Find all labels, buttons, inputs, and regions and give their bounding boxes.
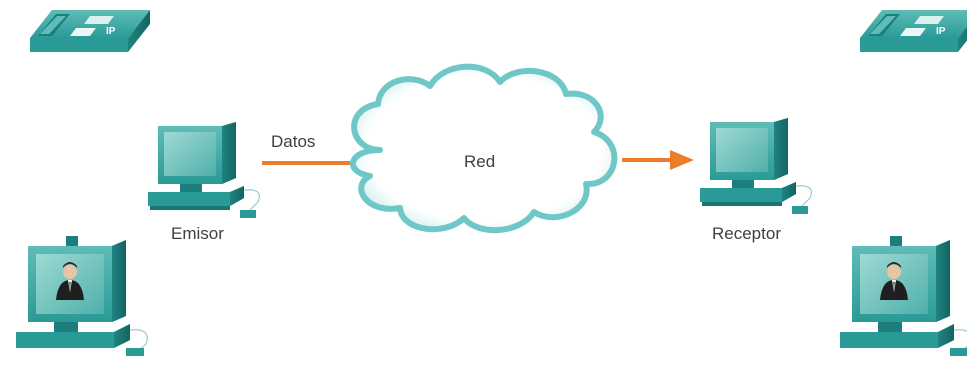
receiver-computer-icon <box>699 117 812 215</box>
ip-phone-icon-left <box>30 10 150 52</box>
arrow-icon <box>622 150 694 170</box>
video-terminal-icon-left <box>15 235 148 357</box>
sender-computer-icon <box>147 121 260 219</box>
network-cloud-icon <box>350 63 618 234</box>
data-label: Datos <box>271 132 316 151</box>
ip-phone-icon-right <box>860 10 967 52</box>
receiver-label: Receptor <box>712 224 781 243</box>
sender-label: Emisor <box>171 224 224 243</box>
video-terminal-icon-right <box>839 235 967 357</box>
network-label: Red <box>464 152 496 171</box>
